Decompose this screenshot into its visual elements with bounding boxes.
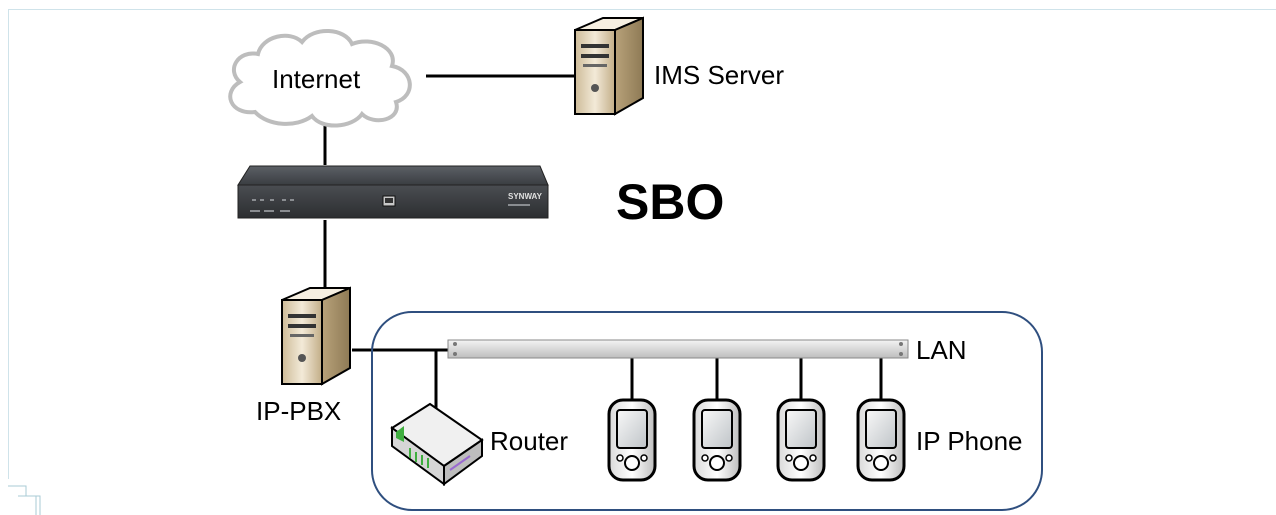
corner-mark-icon xyxy=(8,485,41,515)
frame-top-border xyxy=(8,9,1276,10)
cloud-icon xyxy=(228,28,412,128)
frame-left-border xyxy=(8,9,9,479)
ip-pbx-label: IP-PBX xyxy=(256,396,342,426)
server-icon-ims xyxy=(574,16,644,116)
device-brand-label: SYNWAY xyxy=(508,192,543,201)
lan-enclosure xyxy=(371,311,1043,511)
ims-server-label: IMS Server xyxy=(654,60,785,90)
rack-gateway-icon xyxy=(237,165,549,219)
ip-phone-icon-3 xyxy=(776,398,826,482)
router-label: Router xyxy=(490,426,569,456)
diagram-title: SBO xyxy=(616,174,725,230)
ip-phone-icon-4 xyxy=(856,398,906,482)
internet-label: Internet xyxy=(272,64,361,94)
server-icon-pbx xyxy=(281,286,351,386)
ip-phone-label: IP Phone xyxy=(916,426,1023,456)
ip-phone-icon-1 xyxy=(607,398,657,482)
connection-lines xyxy=(323,74,883,412)
lan-bus-icon xyxy=(447,339,909,359)
ip-phone-icon-2 xyxy=(692,398,742,482)
lan-label: LAN xyxy=(916,335,967,365)
router-icon xyxy=(390,402,484,486)
